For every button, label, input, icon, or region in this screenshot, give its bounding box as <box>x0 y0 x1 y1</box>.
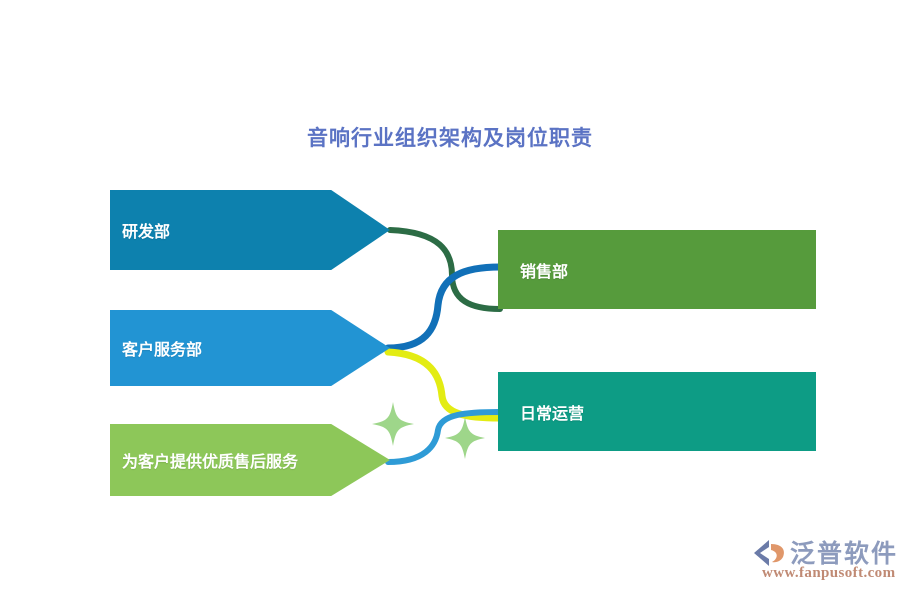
node-daily-operations-label: 日常运营 <box>520 405 585 423</box>
node-sales[interactable]: 销售部 <box>498 230 816 309</box>
brand-logo: 泛普软件 www.fanpusoft.com <box>752 532 896 588</box>
brand-name: 泛普软件 <box>790 540 899 568</box>
connector-rnd-to-sales <box>387 227 503 312</box>
brand-url: www.fanpusoft.com <box>762 565 896 581</box>
fanpu-logo-icon <box>754 540 784 566</box>
node-daily-operations[interactable]: 日常运营 <box>498 372 816 451</box>
sparkle-left-icon <box>372 402 414 446</box>
node-sales-label: 销售部 <box>520 263 569 281</box>
node-rnd-label: 研发部 <box>122 224 171 241</box>
page-title: 音响行业组织架构及岗位职责 <box>307 127 593 150</box>
sparkle-right-icon <box>445 417 485 459</box>
connector-aftersale-to-ops <box>385 409 503 465</box>
node-customer-service[interactable]: 客户服务部 <box>110 310 390 386</box>
connector-service-to-sales <box>384 263 504 352</box>
node-after-sales-service[interactable]: 为客户提供优质售后服务 <box>110 424 390 496</box>
node-after-sales-service-label: 为客户提供优质售后服务 <box>122 454 299 471</box>
node-customer-service-label: 客户服务部 <box>122 342 203 359</box>
connector-service-to-ops <box>384 348 504 422</box>
node-rnd[interactable]: 研发部 <box>110 190 390 270</box>
